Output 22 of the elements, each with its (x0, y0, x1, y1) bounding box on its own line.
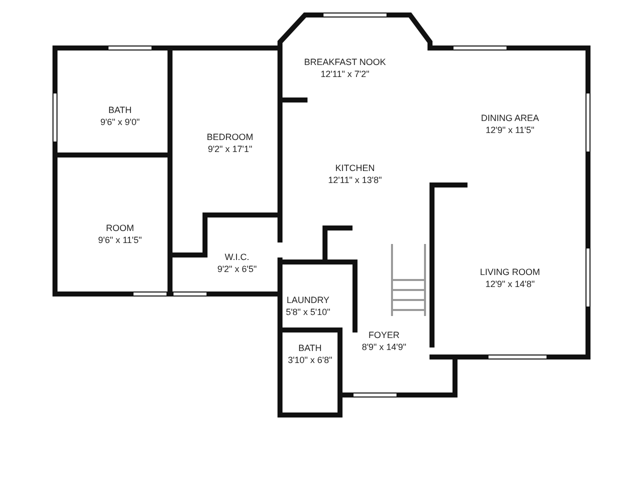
room-name: ROOM (105, 222, 135, 234)
room-name: LIVING ROOM (480, 266, 540, 278)
room-dimensions: 9'6" x 9'0" (100, 116, 140, 128)
room-name: BATH (297, 342, 323, 354)
room-name: BATH (107, 104, 133, 116)
room-name: BREAKFAST NOOK (304, 56, 386, 68)
room-dimensions: 9'2" x 17'1" (206, 143, 254, 155)
room-name: W.I.C. (224, 251, 250, 263)
room-dimensions: 12'11" x 7'2" (320, 68, 370, 80)
room-dimensions: 5'8" x 5'10" (286, 306, 330, 318)
room-dimensions: 9'6" x 11'5" (98, 234, 142, 246)
room-dimensions: 3'10" x 6'8" (288, 354, 332, 366)
room-dimensions: 12'9" x 11'5" (484, 124, 536, 136)
room-name: KITCHEN (334, 162, 376, 174)
room-dimensions: 12'9" x 14'8" (484, 278, 536, 290)
room-name: BEDROOM (206, 131, 254, 143)
room-name: FOYER (368, 329, 400, 341)
room-dimensions: 8'9" x 14'9" (362, 341, 406, 353)
room-dimensions: 12'11" x 13'8" (328, 174, 382, 186)
room-name: LAUNDRY (286, 294, 330, 306)
room-name: DINING AREA (481, 112, 539, 124)
room-dimensions: 9'2" x 6'5" (217, 263, 257, 275)
